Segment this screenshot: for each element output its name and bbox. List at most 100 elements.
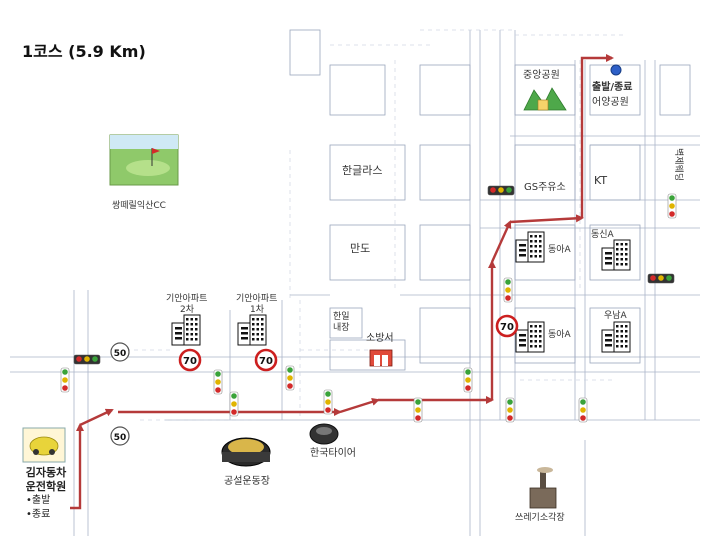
building-window xyxy=(534,345,537,348)
signal-lamp xyxy=(287,375,293,381)
route-segment-7 xyxy=(509,214,584,224)
block-10 xyxy=(419,224,471,281)
traffic-signals xyxy=(60,185,677,423)
building-window xyxy=(625,340,628,343)
signal-lamp xyxy=(580,415,586,421)
traffic-light-icon xyxy=(463,367,473,393)
driving-school-logo-icon xyxy=(22,427,66,463)
route-segment-1 xyxy=(79,408,114,427)
building-window xyxy=(530,245,533,248)
stadium-wall xyxy=(222,452,270,462)
building-window xyxy=(616,263,619,266)
building-window xyxy=(616,325,619,328)
signal-lamp xyxy=(650,275,656,281)
building-window xyxy=(195,318,198,321)
signal-lamp xyxy=(231,393,237,399)
golf-course-icon xyxy=(109,134,179,186)
building-window xyxy=(605,252,612,255)
building-window xyxy=(252,328,255,331)
dongsin-label: 동신A xyxy=(591,229,615,240)
traffic-light-icon xyxy=(578,397,588,423)
signal-lamp xyxy=(231,401,237,407)
traffic-light-icon xyxy=(213,369,223,395)
block-2 xyxy=(514,64,576,116)
school-name-line2: 운전학원 xyxy=(25,480,67,493)
donga-bottom-label: 동아A xyxy=(548,329,572,340)
signal-lamp xyxy=(669,195,675,201)
signal-lamp xyxy=(465,369,471,375)
speed-sign-value: 70 xyxy=(259,356,273,367)
block-1 xyxy=(419,64,471,116)
traffic-light-icon xyxy=(647,273,675,284)
building-window xyxy=(616,330,619,333)
signal-lamp xyxy=(506,187,512,193)
signal-lamp xyxy=(84,356,90,362)
signal-lamp xyxy=(490,187,496,193)
tire-hub xyxy=(316,427,332,435)
traffic-light-icon xyxy=(73,354,101,365)
building-window xyxy=(195,333,198,336)
signal-lamp xyxy=(658,275,664,281)
park-pavilion xyxy=(537,99,549,111)
traffic-light-icon xyxy=(413,397,423,423)
building-window xyxy=(616,340,619,343)
building-window xyxy=(534,240,537,243)
block-4 xyxy=(659,64,691,116)
building-window xyxy=(625,263,628,266)
building-window xyxy=(186,338,189,341)
signal-lamp xyxy=(215,387,221,393)
gs-station-label: GS주유소 xyxy=(524,181,566,193)
legend-start: •출발 xyxy=(26,495,51,506)
building-window xyxy=(530,330,533,333)
start-end-label: 출발/종료 xyxy=(592,80,632,93)
block-16 xyxy=(514,307,576,364)
building-window xyxy=(625,258,628,261)
building-window xyxy=(539,245,542,248)
signal-lamp xyxy=(215,379,221,385)
speed-sign-ring xyxy=(110,342,130,362)
building-window xyxy=(519,249,526,252)
speed-limit-sign-3: 70 xyxy=(254,348,278,372)
speed-limit-sign-4: 70 xyxy=(495,314,519,338)
road-lines xyxy=(10,29,700,536)
building-window xyxy=(530,235,533,238)
building-window xyxy=(252,318,255,321)
speed-sign-value: 70 xyxy=(183,356,197,367)
dongsin-building-icon xyxy=(601,239,631,271)
signal-lamp xyxy=(505,295,511,301)
building-window xyxy=(625,243,628,246)
building-window xyxy=(530,240,533,243)
speed-sign-ring xyxy=(110,426,130,446)
building-window xyxy=(530,325,533,328)
signal-lamp xyxy=(287,367,293,373)
building-window xyxy=(261,328,264,331)
speed-sign-value: 70 xyxy=(500,322,514,333)
building-window xyxy=(539,330,542,333)
building-window xyxy=(256,338,259,341)
building-window xyxy=(190,338,193,341)
waste-plant-building xyxy=(529,487,557,509)
giaan1-building-icon xyxy=(237,314,267,346)
building-window xyxy=(620,325,623,328)
building-window xyxy=(539,340,542,343)
block-11 xyxy=(514,224,576,281)
golf-flag xyxy=(152,148,160,154)
building-window xyxy=(616,243,619,246)
building-window xyxy=(241,327,248,330)
fire-station-door xyxy=(374,355,380,366)
driving-school-legend: 김자동차 운전학원 •출발 •종료 xyxy=(22,466,70,522)
building-window xyxy=(539,255,542,258)
building-window xyxy=(252,323,255,326)
traffic-light-icon xyxy=(505,397,515,423)
unam-label: 우남A xyxy=(604,310,628,321)
building-window xyxy=(530,345,533,348)
building-window xyxy=(186,328,189,331)
building-window xyxy=(616,335,619,338)
signal-lamp xyxy=(415,399,421,405)
signal-lamp xyxy=(62,377,68,383)
speed-sign-value: 50 xyxy=(114,349,127,359)
signal-lamp xyxy=(92,356,98,362)
